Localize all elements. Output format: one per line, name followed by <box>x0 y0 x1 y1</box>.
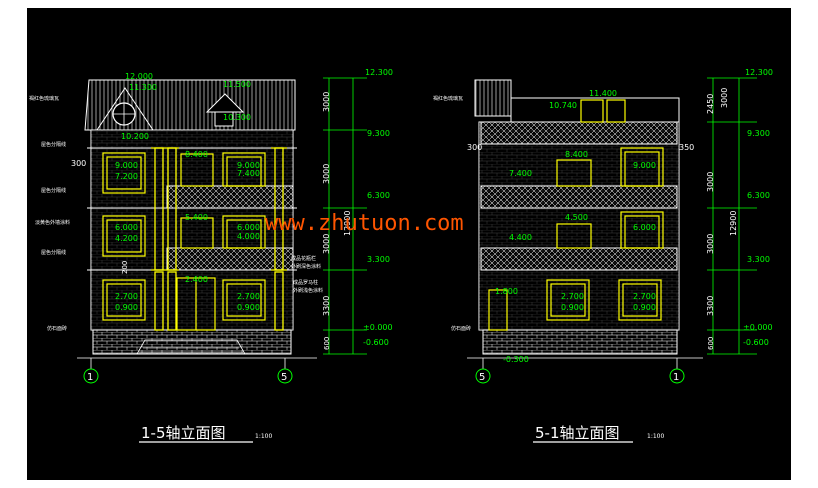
right-view-title: 5-1轴立面图 <box>535 424 620 442</box>
material-note: 仿石面砖 <box>47 325 67 332</box>
window-label: 2.700 <box>237 292 260 301</box>
window-label: 0.900 <box>633 303 656 312</box>
dim-value: 3000 <box>706 234 715 254</box>
window-label: 2.700 <box>115 292 138 301</box>
material-note: 成品罗马柱 <box>293 279 318 286</box>
left-roof-label: 10.300 <box>223 113 251 122</box>
dim-value: 600 <box>707 337 715 350</box>
window-label: 4.500 <box>565 213 588 222</box>
right-plinth <box>482 329 678 355</box>
material-note: 屋色分隔线 <box>41 141 66 148</box>
material-note: 成品花瓶栏 <box>291 255 316 262</box>
axis-label: 1 <box>673 372 679 383</box>
material-note: 屋色分隔线 <box>41 187 66 194</box>
window-label: 9.000 <box>115 161 138 170</box>
small-dim: 300 <box>467 143 482 152</box>
window-label: 7.400 <box>237 169 260 178</box>
left-view-title: 1-5轴立面图 <box>141 424 226 442</box>
level-mark: 12.300 <box>365 68 393 77</box>
material-note: 褐红色琉璃瓦 <box>433 95 463 102</box>
window-label: 10.740 <box>549 101 577 110</box>
level-mark: ±0.000 <box>363 323 393 332</box>
level-mark: 9.300 <box>367 129 390 138</box>
level-mark: 3.300 <box>747 255 770 264</box>
level-mark: 12.300 <box>745 68 773 77</box>
small-dim: 350 <box>679 143 694 152</box>
level-mark: 9.300 <box>747 129 770 138</box>
left-roof-label: 10.200 <box>121 132 149 141</box>
window-label: 0.900 <box>115 303 138 312</box>
left-dormer <box>96 87 154 131</box>
window-label: 0.900 <box>561 303 584 312</box>
axis-label: 1 <box>87 372 93 383</box>
dim-total: 12900 <box>343 211 352 236</box>
right-windows <box>488 99 664 331</box>
window-label: 9.000 <box>633 161 656 170</box>
level-mark: -0.600 <box>363 338 389 347</box>
left-columns <box>151 147 287 331</box>
window-label: 2.700 <box>561 292 584 301</box>
left-view-scale: 1:100 <box>255 433 272 440</box>
material-note: 淡黄色外墙涂料 <box>35 219 70 226</box>
axis-label: 5 <box>479 372 485 383</box>
right-elevation <box>467 77 757 443</box>
window-label: 4.400 <box>509 233 532 242</box>
window-label: 4.200 <box>115 234 138 243</box>
dim-value: 3000 <box>322 164 331 184</box>
right-roof <box>474 79 512 117</box>
window-label: 4.000 <box>237 232 260 241</box>
dim-value: 3000 <box>322 234 331 254</box>
window-label: 6.000 <box>237 223 260 232</box>
left-roof-label: 12.000 <box>125 72 153 81</box>
dim-value: 3300 <box>706 296 715 316</box>
left-balcony-3 <box>166 185 294 209</box>
left-balcony-2 <box>166 247 294 271</box>
window-label: 6.000 <box>115 223 138 232</box>
dim-value: 2450 <box>706 94 715 114</box>
window-label: 7.400 <box>509 169 532 178</box>
window-label: 6.000 <box>633 223 656 232</box>
dim-value: 600 <box>323 337 331 350</box>
level-mark: -0.600 <box>743 338 769 347</box>
drawing-canvas: 12.000 11.300 11.500 10.300 10.200 9.000… <box>27 8 791 480</box>
small-dim: 200 <box>121 261 129 274</box>
window-label: 2.700 <box>633 292 656 301</box>
window-label: 5.400 <box>185 213 208 222</box>
material-note: 屋色分隔线 <box>41 249 66 256</box>
dim-value: 3000 <box>706 172 715 192</box>
left-windows <box>102 152 266 331</box>
left-roof <box>84 79 296 131</box>
window-label: 8.400 <box>185 150 208 159</box>
window-label: 7.200 <box>115 172 138 181</box>
small-dim: 300 <box>71 159 86 168</box>
material-note: 外刷浅色涂料 <box>293 287 323 294</box>
dim-total: 12900 <box>729 211 738 236</box>
watermark: www.zhutuon.com <box>265 211 464 236</box>
window-label: 1.800 <box>495 287 518 296</box>
material-note: 仿石面砖 <box>451 325 471 332</box>
level-mark: -0.300 <box>503 355 529 364</box>
material-note: 外刷深色涂料 <box>291 263 321 270</box>
window-label: 8.400 <box>565 150 588 159</box>
level-mark: 3.300 <box>367 255 390 264</box>
window-label: 11.400 <box>589 89 617 98</box>
dim-value: 3000 <box>720 88 729 108</box>
left-plinth <box>92 329 292 355</box>
level-mark: ±0.000 <box>743 323 773 332</box>
dim-value: 3300 <box>322 296 331 316</box>
level-mark: 6.300 <box>367 191 390 200</box>
level-mark: 6.300 <box>747 191 770 200</box>
elevation-drawing: 12.000 11.300 11.500 10.300 10.200 9.000… <box>29 68 773 443</box>
window-label: 9.000 <box>237 161 260 170</box>
material-note: 褐红色琉璃瓦 <box>29 95 59 102</box>
dim-value: 3000 <box>322 92 331 112</box>
right-view-scale: 1:100 <box>647 433 664 440</box>
window-label: 0.900 <box>237 303 260 312</box>
window-label: 2.400 <box>185 275 208 284</box>
axis-label: 5 <box>281 372 287 383</box>
left-roof-label: 11.300 <box>129 83 157 92</box>
left-roof-label: 11.500 <box>223 80 251 89</box>
left-elevation <box>77 77 367 443</box>
